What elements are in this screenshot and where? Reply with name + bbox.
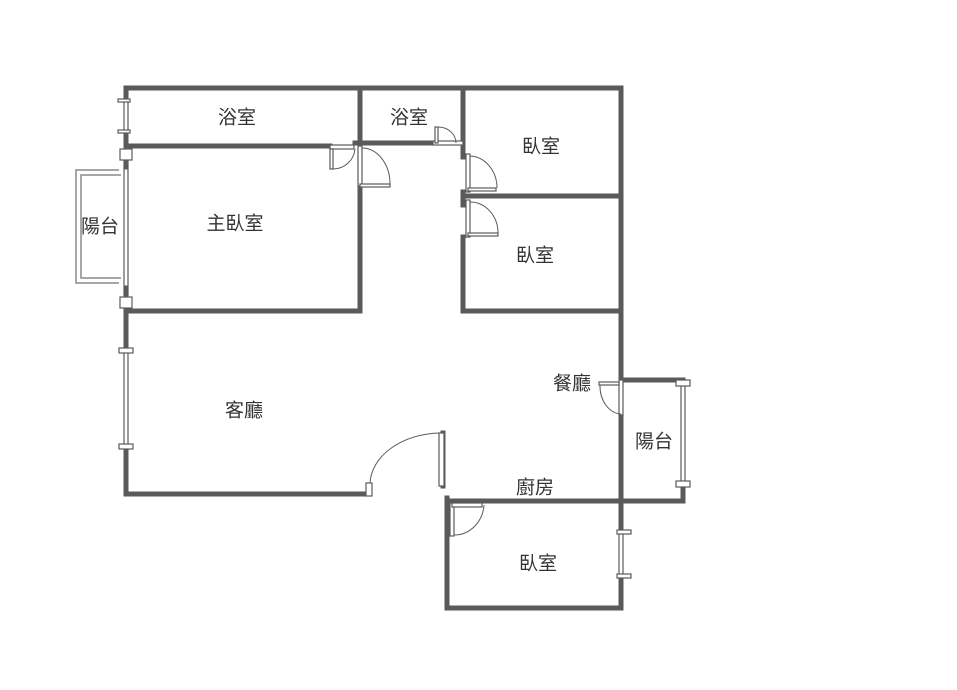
kitchen-label: 廚房	[516, 476, 554, 499]
bedroom-middle-label: 臥室	[516, 245, 554, 267]
balcony-left-outline	[75, 148, 133, 309]
bathroom-master-label: 浴室	[218, 107, 256, 129]
walls	[123, 85, 686, 611]
doors	[329, 126, 624, 537]
balcony-left-label: 陽台	[81, 216, 119, 238]
living-room-label: 客廳	[225, 400, 263, 422]
windows	[117, 98, 691, 579]
balcony-right-label: 陽台	[635, 431, 673, 453]
dining-room-label: 餐廳	[553, 373, 591, 395]
bedroom-top-label: 臥室	[522, 136, 560, 158]
room-labels: 浴室 浴室 臥室 臥室 主臥室 陽台 客廳 餐廳 陽台 廚房 臥室	[81, 107, 673, 575]
bedroom-bottom-label: 臥室	[519, 553, 557, 575]
bathroom-second-label: 浴室	[390, 107, 428, 129]
master-bedroom-label: 主臥室	[206, 213, 263, 235]
